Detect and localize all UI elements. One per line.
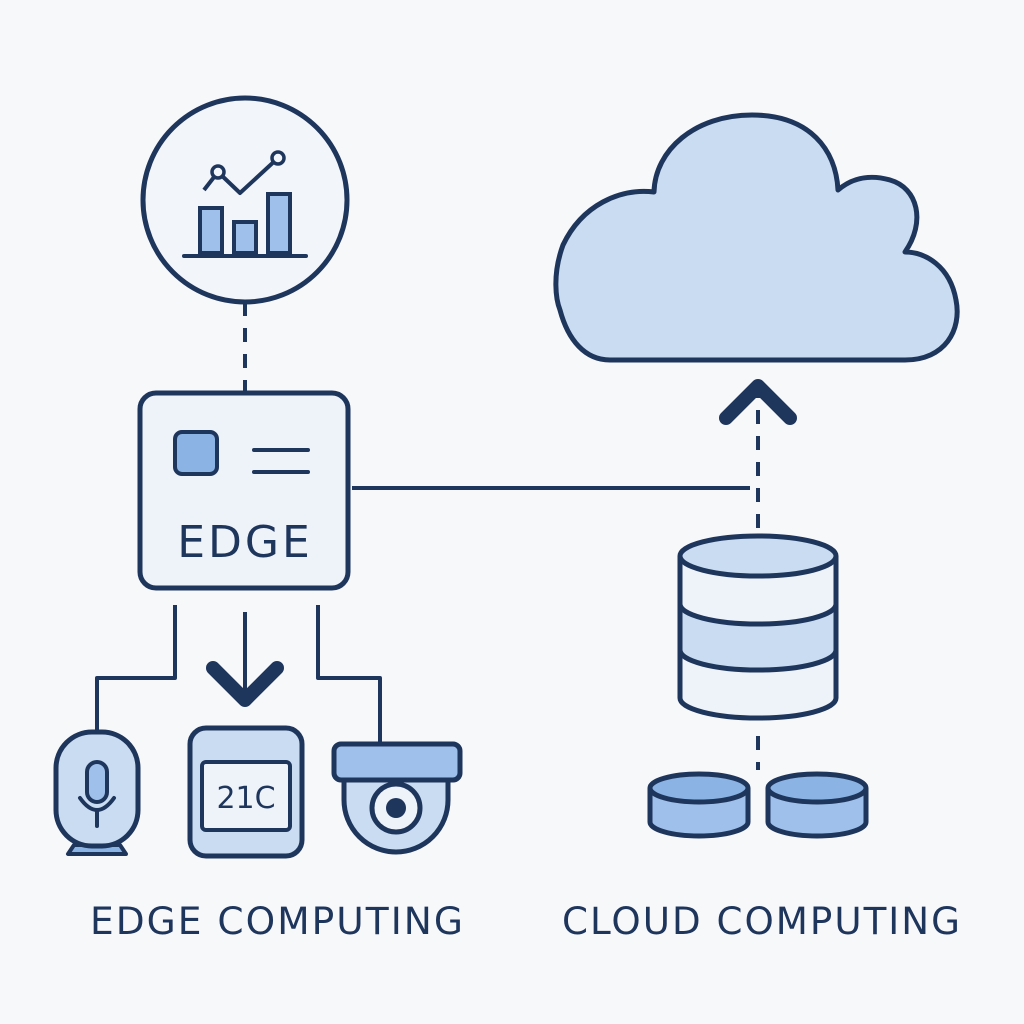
security-camera-icon	[331, 741, 463, 855]
disk-icon	[647, 771, 751, 839]
analytics-chart-icon	[182, 150, 308, 258]
device-connectors	[95, 605, 382, 742]
database-icon	[677, 533, 839, 721]
edge-server-icon	[173, 430, 310, 476]
analytics-node	[140, 95, 350, 305]
edge-node-label: EDGE	[177, 517, 313, 568]
thermostat-icon: 21C	[187, 725, 305, 859]
edge-node: EDGE	[137, 390, 351, 591]
disk-icon	[765, 771, 869, 839]
cloud-computing-caption: CLOUD COMPUTING	[562, 900, 962, 943]
edge-computing-caption: EDGE COMPUTING	[90, 900, 465, 943]
cloud-icon	[553, 112, 960, 363]
thermostat-reading: 21C	[216, 781, 275, 816]
microphone-icon	[53, 729, 141, 856]
